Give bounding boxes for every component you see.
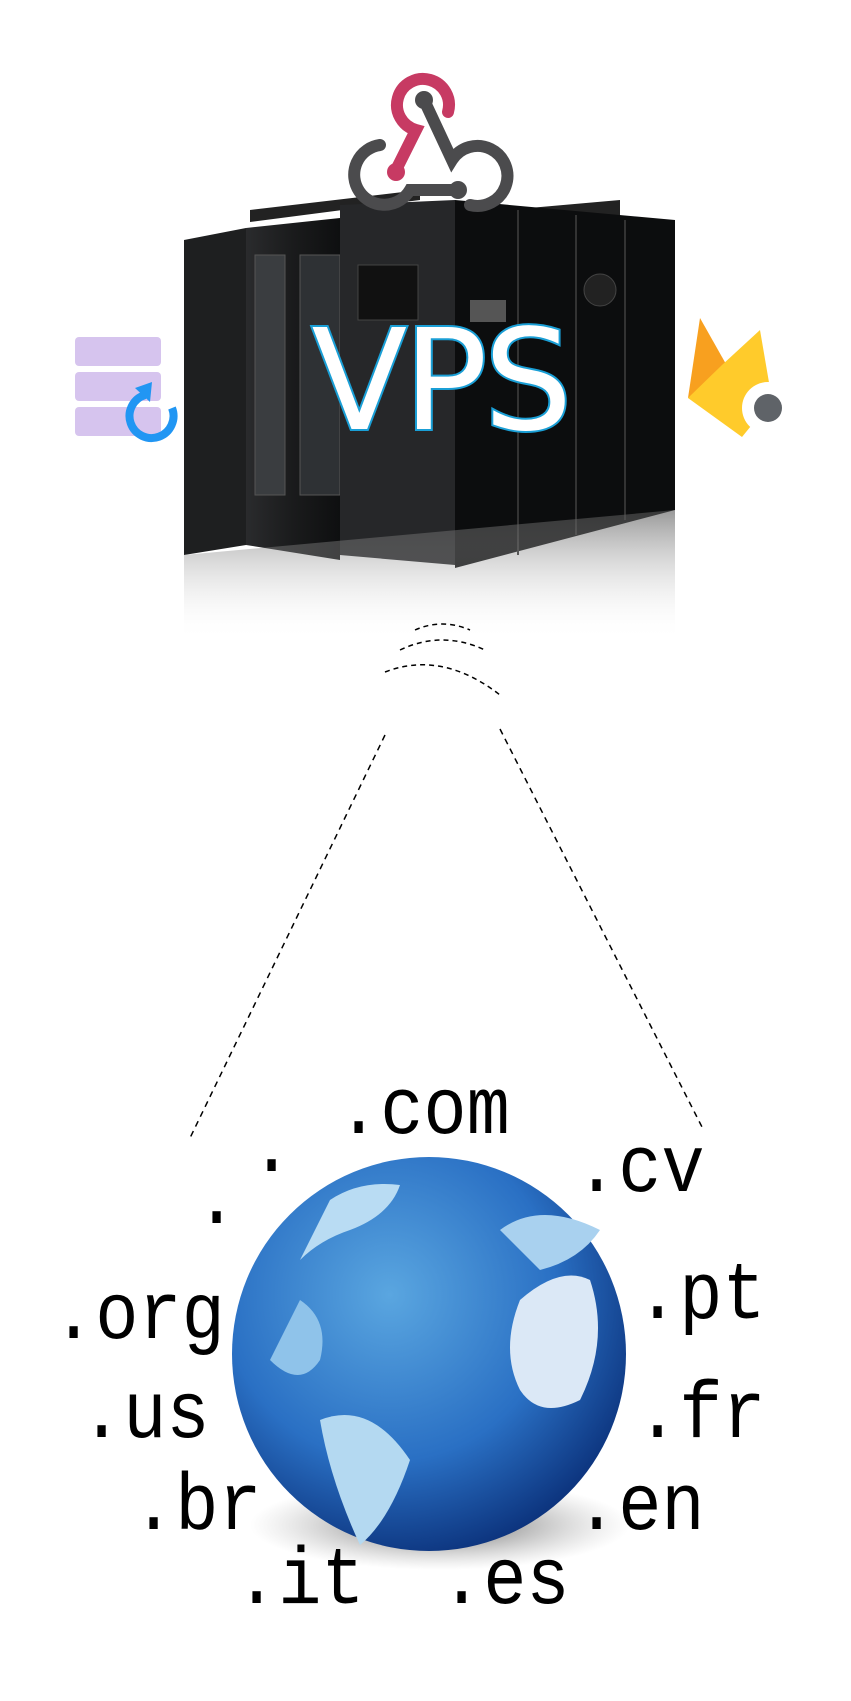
webhook-icon xyxy=(348,72,514,212)
server-rack-image xyxy=(184,190,675,640)
domain-dot: . xyxy=(195,1155,239,1248)
database-restore-icon xyxy=(75,337,178,443)
dashed-line-right xyxy=(499,728,703,1128)
domain-fr: .fr xyxy=(636,1369,766,1462)
domain-cv: .cv xyxy=(575,1123,705,1216)
firebase-hosting-icon xyxy=(688,318,794,437)
domain-pt: .pt xyxy=(636,1250,766,1343)
domain-it: .it xyxy=(235,1535,365,1628)
signal-arcs xyxy=(384,623,501,696)
domain-dot: . xyxy=(250,1103,294,1196)
domain-com: .com xyxy=(337,1065,510,1158)
dashed-line-left xyxy=(189,734,386,1139)
vps-label: VPS xyxy=(309,298,574,465)
domain-us: .us xyxy=(80,1369,210,1462)
domain-en: .en xyxy=(575,1461,705,1554)
globe-icon xyxy=(232,1157,630,1570)
domain-org: .org xyxy=(52,1270,225,1363)
domain-es: .es xyxy=(440,1535,570,1628)
domain-br: .br xyxy=(132,1461,262,1554)
